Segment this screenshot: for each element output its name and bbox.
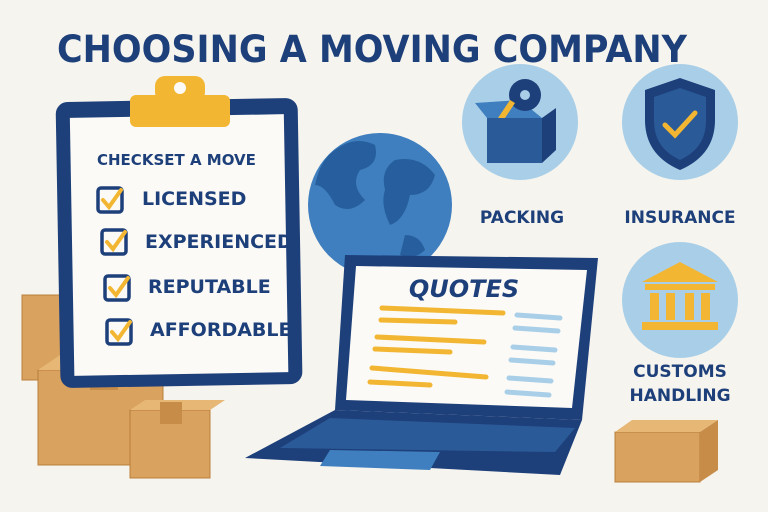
page-title: CHOOSING A MOVING COMPANY [57, 28, 688, 71]
shield-check-icon [645, 78, 715, 170]
svg-text:INSURANCE: INSURANCE [624, 208, 735, 228]
service-insurance: INSURANCE [622, 64, 738, 228]
checklist-item: EXPERIENCED [100, 228, 293, 256]
svg-text:HANDLING: HANDLING [629, 386, 730, 406]
service-packing: PACKING [462, 64, 578, 228]
cardboard-box-right [614, 420, 718, 483]
clipboard-clip-icon [130, 76, 230, 127]
svg-text:LICENSED: LICENSED [142, 188, 246, 210]
quote-lines [367, 305, 563, 398]
checkbox-checked-icon [96, 186, 124, 214]
laptop: QUOTES [245, 255, 598, 475]
svg-text:CUSTOMS: CUSTOMS [633, 362, 727, 382]
keyboard [280, 418, 575, 452]
service-customs-handling: CUSTOMS HANDLING [622, 242, 738, 406]
checklist-item: LICENSED [96, 186, 246, 214]
checkbox-checked-icon [103, 274, 131, 302]
svg-text:EXPERIENCED: EXPERIENCED [145, 231, 293, 253]
trackpad [320, 450, 440, 470]
svg-text:AFFORDABLE: AFFORDABLE [150, 319, 292, 341]
svg-text:REPUTABLE: REPUTABLE [148, 276, 271, 298]
svg-text:PACKING: PACKING [480, 208, 564, 228]
packing-tape-box-icon [475, 79, 556, 163]
bank-building-icon [642, 262, 718, 330]
checklist-heading: CHECKSET A MOVE [97, 151, 256, 169]
checkbox-checked-icon [100, 228, 128, 256]
clipboard: CHECKSET A MOVE LICENSED EXPERIENCED REP… [55, 76, 303, 388]
quotes-title: QUOTES [409, 275, 519, 303]
checklist-item: AFFORDABLE [105, 318, 292, 346]
globe-icon [308, 133, 452, 277]
checkbox-checked-icon [105, 318, 133, 346]
checklist-item: REPUTABLE [103, 274, 271, 302]
